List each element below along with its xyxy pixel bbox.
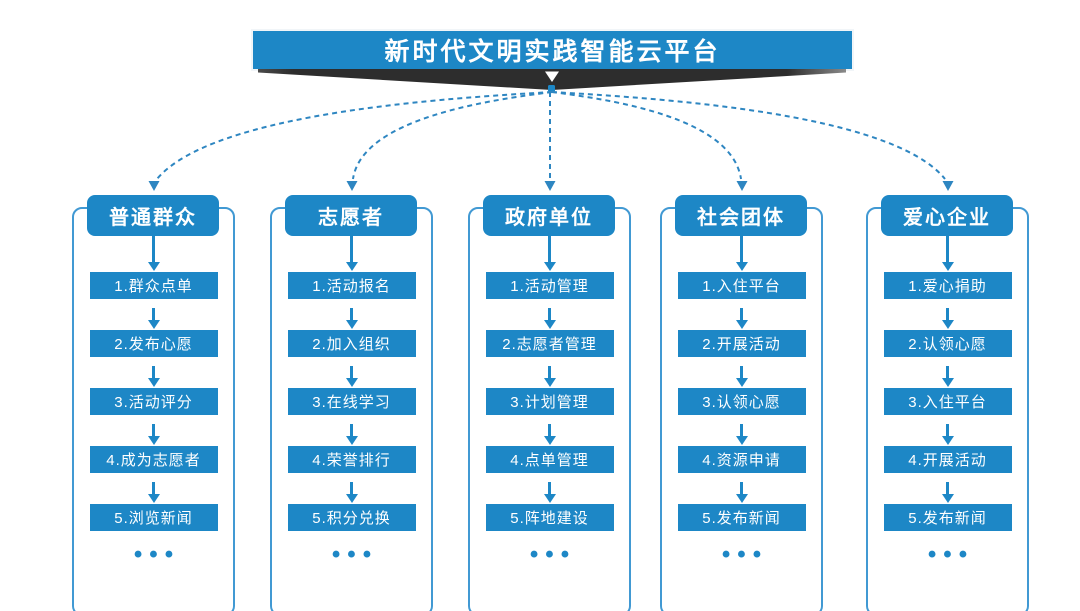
down-arrow-icon <box>543 236 556 271</box>
flow-item: 3.在线学习 <box>287 388 416 415</box>
down-arrow-icon <box>147 308 160 329</box>
connector-arrowhead-4 <box>736 181 748 191</box>
down-arrow-icon <box>941 366 954 387</box>
column-header-badge: 政府单位 <box>483 195 615 236</box>
flow-item: 4.成为志愿者 <box>89 446 218 473</box>
flow-item: 1.活动管理 <box>485 272 614 299</box>
down-arrow-icon <box>345 308 358 329</box>
flow-item: 1.爱心捐助 <box>883 272 1012 299</box>
flow-item: 2.志愿者管理 <box>485 330 614 357</box>
column-panel: 1.活动管理 2.志愿者管理 3.计划管理 4.点单管理 5.阵地建设 ••• <box>468 207 631 611</box>
down-arrow-icon <box>345 424 358 445</box>
flow-item: 5.积分兑换 <box>287 504 416 531</box>
flow-item: 1.活动报名 <box>287 272 416 299</box>
flow-item: 4.荣誉排行 <box>287 446 416 473</box>
down-arrow-icon <box>147 236 160 271</box>
down-arrow-icon <box>543 366 556 387</box>
flow-item: 4.资源申请 <box>677 446 806 473</box>
flow-item: 5.阵地建设 <box>485 504 614 531</box>
down-arrow-icon <box>941 308 954 329</box>
flow-item: 2.认领心愿 <box>883 330 1012 357</box>
flow-item: 4.开展活动 <box>883 446 1012 473</box>
flow-item: 5.发布新闻 <box>883 504 1012 531</box>
down-arrow-icon <box>941 424 954 445</box>
flow-item: 5.发布新闻 <box>677 504 806 531</box>
down-arrow-icon <box>735 424 748 445</box>
down-arrow-icon <box>147 482 160 503</box>
flow-item: 5.浏览新闻 <box>89 504 218 531</box>
flow-item: 2.发布心愿 <box>89 330 218 357</box>
down-arrow-icon <box>941 482 954 503</box>
down-arrow-icon <box>941 236 954 271</box>
down-arrow-icon <box>543 308 556 329</box>
down-arrow-icon <box>735 482 748 503</box>
flow-item: 4.点单管理 <box>485 446 614 473</box>
connector-line-1 <box>156 91 553 180</box>
column-header-badge: 普通群众 <box>87 195 219 236</box>
flow-item: 2.加入组织 <box>287 330 416 357</box>
column-header-badge: 社会团体 <box>675 195 807 236</box>
down-arrow-icon <box>147 366 160 387</box>
connector-line-4 <box>551 91 742 180</box>
column-panel: 1.爱心捐助 2.认领心愿 3.入住平台 4.开展活动 5.发布新闻 ••• <box>866 207 1029 611</box>
down-arrow-icon <box>543 424 556 445</box>
ellipsis-indicator: ••• <box>331 541 379 568</box>
down-arrow-icon <box>345 236 358 271</box>
connector-line-5 <box>551 91 946 180</box>
platform-title: 新时代文明实践智能云平台 <box>384 38 721 66</box>
down-arrow-icon <box>147 424 160 445</box>
down-arrow-icon <box>735 366 748 387</box>
flow-item: 2.开展活动 <box>677 330 806 357</box>
column-panel: 1.活动报名 2.加入组织 3.在线学习 4.荣誉排行 5.积分兑换 ••• <box>270 207 433 611</box>
ellipsis-indicator: ••• <box>529 541 577 568</box>
flow-item: 1.群众点单 <box>89 272 218 299</box>
ellipsis-indicator: ••• <box>133 541 181 568</box>
down-arrow-icon <box>345 482 358 503</box>
ellipsis-indicator: ••• <box>721 541 769 568</box>
down-arrow-icon <box>543 482 556 503</box>
flow-item: 3.计划管理 <box>485 388 614 415</box>
connector-arrowhead-2 <box>346 181 358 191</box>
column-panel: 1.群众点单 2.发布心愿 3.活动评分 4.成为志愿者 5.浏览新闻 ••• <box>72 207 235 611</box>
connector-origin-dot <box>548 85 555 92</box>
connector-arrowhead-3 <box>544 181 556 191</box>
connector-line-2 <box>352 91 553 180</box>
column-panel: 1.入住平台 2.开展活动 3.认领心愿 4.资源申请 5.发布新闻 ••• <box>660 207 823 611</box>
down-arrow-icon <box>735 236 748 271</box>
column-header-badge: 爱心企业 <box>881 195 1013 236</box>
flow-item: 3.活动评分 <box>89 388 218 415</box>
flow-item: 1.入住平台 <box>677 272 806 299</box>
down-arrow-icon <box>345 366 358 387</box>
connector-arrowhead-5 <box>942 181 954 191</box>
flow-item: 3.入住平台 <box>883 388 1012 415</box>
ellipsis-indicator: ••• <box>927 541 975 568</box>
ribbon-down-arrow-icon <box>545 71 559 82</box>
connector-arrowhead-1 <box>148 181 160 191</box>
platform-title-bar: 新时代文明实践智能云平台 <box>253 31 852 69</box>
flow-item: 3.认领心愿 <box>677 388 806 415</box>
column-header-badge: 志愿者 <box>285 195 417 236</box>
down-arrow-icon <box>735 308 748 329</box>
